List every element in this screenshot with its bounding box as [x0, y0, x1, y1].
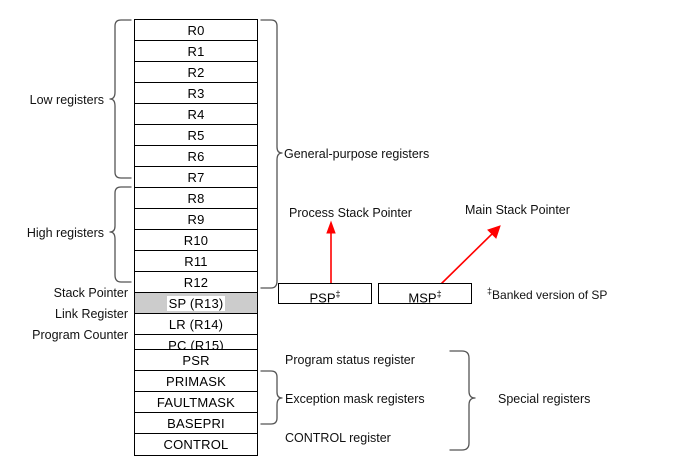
register-row-primask: PRIMASK [135, 371, 257, 392]
register-row-control: CONTROL [135, 434, 257, 455]
label-special-registers: Special registers [498, 392, 591, 406]
footnote-text: Banked version of SP [492, 288, 608, 302]
label-program-counter: Program Counter [32, 328, 128, 342]
label-stack-pointer: Stack Pointer [53, 286, 128, 300]
brace-general-purpose [260, 19, 283, 289]
msp-footnote-marker: ‡ [436, 289, 442, 299]
register-row-r2: R2 [135, 62, 257, 83]
label-main-stack-pointer: Main Stack Pointer [465, 203, 570, 217]
register-row-faultmask: FAULTMASK [135, 392, 257, 413]
psp-box: PSP‡ [278, 283, 372, 306]
register-row-psr: PSR [135, 350, 257, 371]
register-row-r3: R3 [135, 83, 257, 104]
register-row-r11: R11 [135, 251, 257, 272]
footnote-banked-sp: ‡Banked version of SP [487, 286, 607, 302]
msp-arrow [440, 225, 501, 285]
brace-exception-mask [260, 370, 283, 425]
msp-box: MSP‡ [378, 283, 472, 306]
label-control-register: CONTROL register [285, 431, 391, 445]
brace-special-registers [449, 350, 476, 451]
register-row-basepri: BASEPRI [135, 413, 257, 434]
brace-low-registers [109, 19, 132, 179]
special-register-stack: PSR PRIMASK FAULTMASK BASEPRI CONTROL [134, 349, 258, 456]
psp-footnote-marker: ‡ [335, 289, 341, 299]
register-row-r7: R7 [135, 167, 257, 188]
psp-arrow [326, 220, 336, 283]
register-row-r8: R8 [135, 188, 257, 209]
footnote-marker: ‡ [487, 286, 493, 296]
register-row-r10: R10 [135, 230, 257, 251]
brace-high-registers [109, 186, 132, 283]
label-exception-mask-registers: Exception mask registers [285, 392, 425, 406]
register-row-r9: R9 [135, 209, 257, 230]
label-program-status-register: Program status register [285, 353, 415, 367]
label-link-register: Link Register [55, 307, 128, 321]
register-row-r1: R1 [135, 41, 257, 62]
psp-label: PSP [309, 290, 336, 306]
label-general-purpose-registers: General-purpose registers [284, 147, 430, 161]
general-purpose-register-stack: R0 R1 R2 R3 R4 R5 R6 R7 R8 R9 R10 R11 R1… [134, 19, 258, 357]
register-row-r6: R6 [135, 146, 257, 167]
label-low-registers: Low registers [29, 93, 104, 107]
register-row-lr: LR (R14) [135, 314, 257, 335]
label-process-stack-pointer: Process Stack Pointer [289, 206, 412, 220]
register-row-r0: R0 [135, 20, 257, 41]
register-row-sp: SP (R13) [135, 293, 257, 314]
label-high-registers: High registers [26, 226, 104, 240]
msp-label: MSP [408, 290, 437, 306]
register-row-r5: R5 [135, 125, 257, 146]
register-row-r12: R12 [135, 272, 257, 293]
register-row-r4: R4 [135, 104, 257, 125]
